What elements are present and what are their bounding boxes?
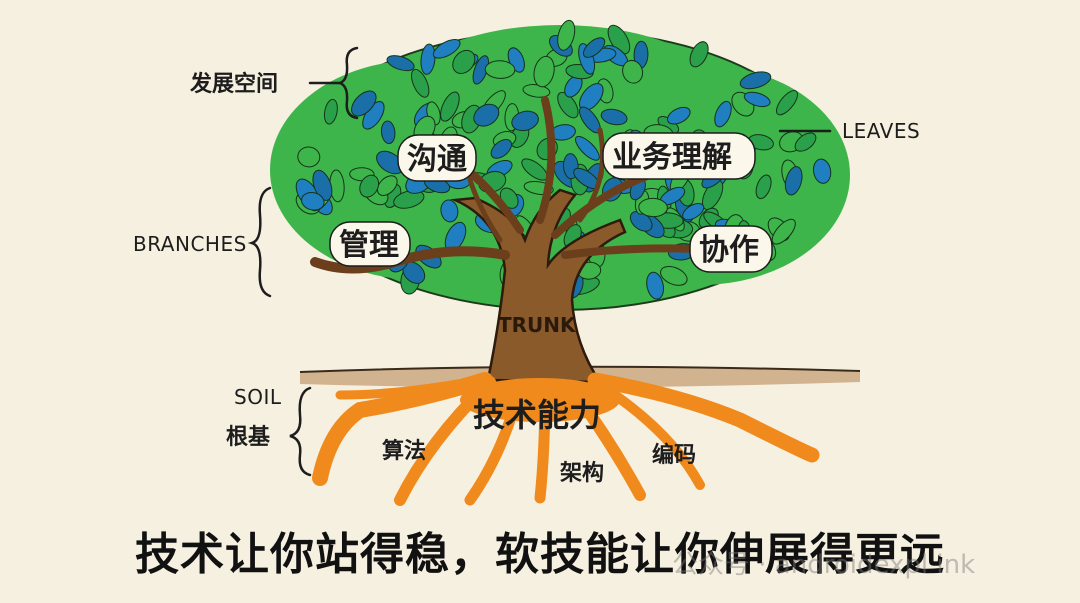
leaf — [376, 175, 398, 196]
leaf — [490, 139, 512, 159]
annotation-brackets — [247, 46, 832, 477]
watermark: 公众号 · androidexpl ink — [672, 550, 976, 580]
leaf — [607, 24, 631, 55]
bubble-collaboration: 协作 — [689, 225, 773, 273]
leaf — [739, 71, 772, 90]
leaf — [646, 271, 665, 300]
leaf — [452, 49, 476, 74]
leaf — [682, 203, 705, 221]
bubble-management-text: 管理 — [339, 228, 399, 263]
leaf — [582, 37, 606, 58]
caption: 技术让你站得稳，软技能让你伸展得更远 — [135, 529, 945, 580]
leaf — [666, 106, 691, 125]
leaf — [386, 55, 415, 72]
leaf — [420, 43, 436, 75]
leaf — [297, 146, 321, 168]
label-leaves: LEAVES — [842, 119, 920, 143]
leaf — [484, 60, 516, 79]
leaf — [622, 59, 644, 84]
root-core-label: 技术能力 — [473, 396, 601, 434]
leaf — [323, 98, 338, 125]
label-trunk: TRUNK — [498, 313, 577, 337]
bubble-business-understanding: 业务理解 — [602, 132, 756, 180]
leaf — [714, 100, 732, 128]
leaf — [440, 91, 460, 122]
leaf — [755, 174, 772, 200]
leaf — [432, 39, 461, 59]
label-foundation: 根基 — [226, 425, 271, 450]
label-branches: BRANCHES — [133, 232, 247, 256]
bubble-collaboration-text: 协作 — [699, 233, 759, 268]
leaf — [660, 266, 688, 286]
leaf — [557, 19, 576, 51]
leaf — [351, 90, 377, 117]
root-architecture-label: 架构 — [560, 460, 604, 486]
leaf — [301, 192, 325, 211]
leaf — [359, 174, 380, 198]
leaf — [574, 135, 600, 161]
root-algorithm-label: 算法 — [382, 438, 426, 464]
leaf — [689, 41, 709, 68]
leaf — [812, 158, 832, 184]
leaf — [440, 199, 459, 223]
leaf — [473, 103, 500, 127]
leaf — [557, 91, 579, 119]
leaf — [743, 91, 771, 108]
leaf — [312, 169, 333, 201]
leaf — [511, 110, 539, 132]
leaf — [411, 68, 430, 98]
leaf — [794, 132, 817, 152]
leaf — [775, 90, 799, 116]
root-coding-label: 编码 — [652, 442, 696, 468]
leaf — [380, 120, 396, 145]
bubble-communication-text: 沟通 — [407, 142, 467, 177]
leaf — [393, 190, 425, 209]
leaf — [533, 55, 555, 88]
leaf — [771, 218, 796, 245]
label-soil: SOIL — [234, 385, 282, 409]
label-growth-space: 发展空间 — [189, 71, 278, 97]
tree-roots — [312, 372, 820, 506]
leaf — [638, 197, 668, 218]
bubble-business-understanding-text: 业务理解 — [612, 140, 732, 175]
leaf — [784, 166, 803, 196]
leaf — [600, 108, 628, 126]
bubble-management: 管理 — [329, 221, 411, 267]
bubble-communication: 沟通 — [397, 134, 477, 182]
